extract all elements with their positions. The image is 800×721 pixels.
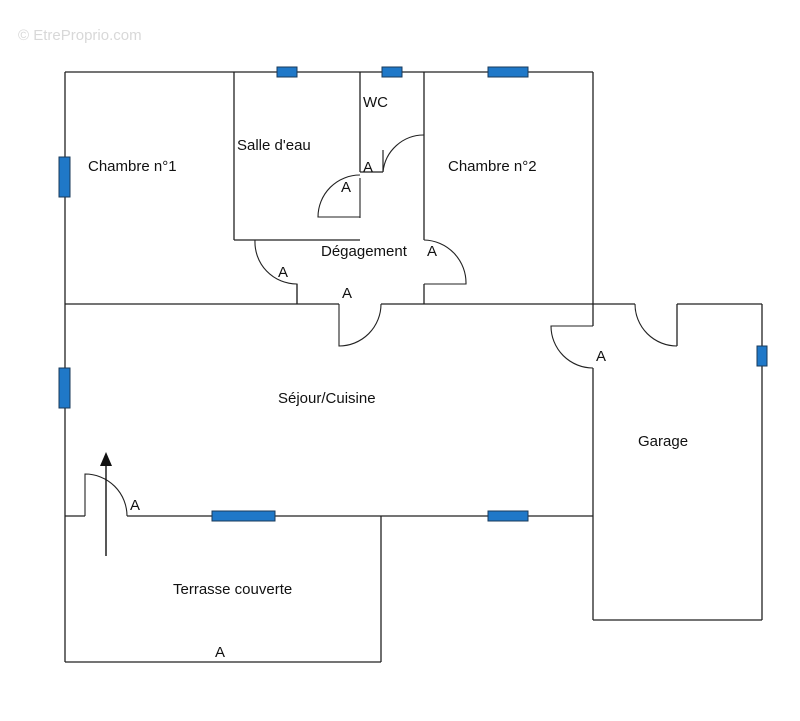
entrance-arrow-icon [100,452,112,556]
salle-eau-door-arc [317,174,361,218]
window-sejour-bottom-right [487,510,529,522]
window-salle-eau [276,66,298,78]
room-label-sejour: Séjour/Cuisine [278,390,376,407]
door-marker: A [596,348,606,365]
room-label-salle-eau: Salle d'eau [237,137,311,154]
door-marker: A [130,497,140,514]
doors [84,134,678,517]
door-marker: A [363,159,373,176]
door-markers: A A A A A A A A [130,159,606,661]
chambre2-door-arc [423,239,467,285]
window-sejour-left [58,367,71,409]
room-labels: Chambre n°1 Salle d'eau WC Chambre n°2 D… [88,94,688,598]
windows [58,66,768,522]
door-marker: A [278,264,288,281]
door-marker: A [341,179,351,196]
room-label-garage: Garage [638,433,688,450]
door-marker: A [342,285,352,302]
walls [64,71,763,663]
garage-inner-door-arc [550,325,594,369]
room-label-terrasse: Terrasse couverte [173,581,292,598]
room-label-wc: WC [363,94,388,111]
sejour-door-arc [338,303,382,347]
door-marker: A [215,644,225,661]
chambre1-door-arc [254,239,298,304]
window-garage [756,345,768,367]
room-label-chambre2: Chambre n°2 [448,158,537,175]
garage-top-door-arc [634,303,678,347]
door-marker: A [427,243,437,260]
watermark: © EtreProprio.com [18,27,142,44]
room-label-chambre1: Chambre n°1 [88,158,177,175]
room-label-degagement: Dégagement [321,243,408,260]
window-chambre1 [58,156,71,198]
window-sejour-bottom-left [211,510,276,522]
window-wc [381,66,403,78]
wc-door-arc [382,134,425,173]
terrasse-door-arc [84,473,128,517]
window-chambre2 [487,66,529,78]
